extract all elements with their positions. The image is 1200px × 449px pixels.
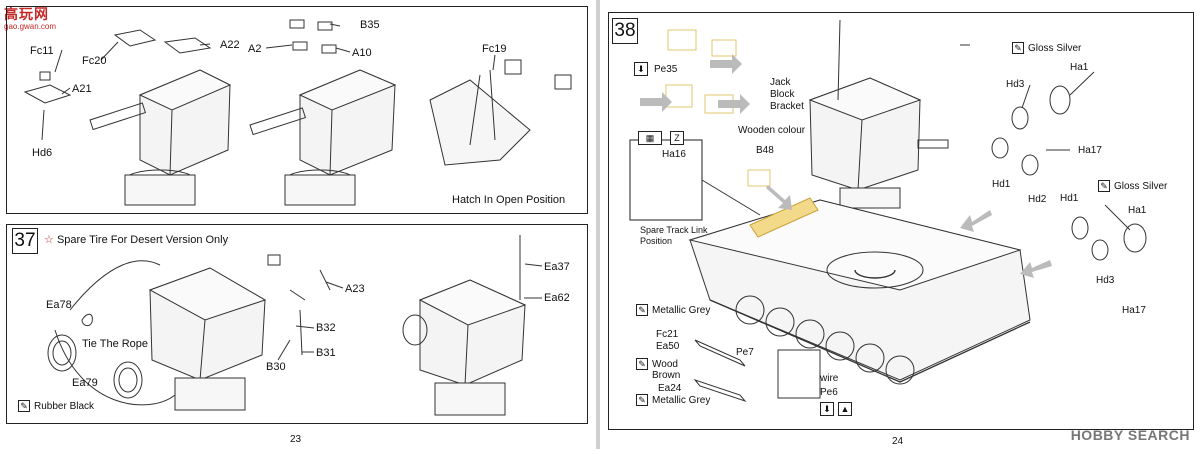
label-fc20: Fc20	[82, 55, 107, 67]
step-37-note-text: Spare Tire For Desert Version Only	[56, 234, 229, 246]
label-wire: wire	[820, 373, 839, 384]
step-38-drawing	[629, 19, 1147, 403]
paint-brown-text: Brown	[652, 370, 681, 381]
paint-gloss-silver-1: ✎ Gloss Silver	[1012, 42, 1081, 54]
label-hd3-b: Hd3	[1096, 275, 1115, 286]
label-ea37: Ea37	[544, 261, 570, 273]
paint-gloss-silver-1-text: Gloss Silver	[1028, 42, 1082, 54]
label-b30: B30	[266, 361, 286, 373]
label-spare-track-2: Position	[640, 236, 673, 246]
step-36-frame	[6, 6, 588, 214]
step-37-drawing	[47, 235, 543, 416]
label-pe6: Pe6	[820, 387, 838, 398]
paint-brush-icon: ✎	[18, 400, 30, 412]
label-ha17-b: Ha17	[1122, 305, 1146, 316]
hobby-search-watermark: HOBBY SEARCH	[1070, 427, 1190, 443]
step-38-number: 38	[612, 18, 638, 44]
label-ha17-a: Ha17	[1078, 145, 1102, 156]
step-37-note: ☆ Spare Tire For Desert Version Only	[44, 233, 228, 246]
label-a23: A23	[345, 283, 365, 295]
step-arrow-icon: ⬇	[634, 62, 648, 76]
label-b31: B31	[316, 347, 336, 359]
paint-wood-brown: ✎ Wood	[636, 358, 678, 370]
paint-gloss-silver-2-text: Gloss Silver	[1114, 180, 1168, 192]
step-38-frame	[608, 12, 1194, 430]
label-tie-the-rope: Tie The Rope	[82, 338, 149, 350]
label-ha16: Ha16	[662, 149, 686, 160]
label-a22: A22	[220, 39, 240, 51]
label-hd6: Hd6	[32, 147, 53, 159]
label-pe7: Pe7	[736, 347, 754, 358]
label-ha1-b: Ha1	[1128, 205, 1147, 216]
label-ea62: Ea62	[544, 292, 570, 304]
glue-icon: ▲	[838, 402, 852, 416]
label-fc19: Fc19	[482, 43, 507, 55]
step-37-number: 37	[12, 228, 38, 254]
label-ha1-a: Ha1	[1070, 62, 1089, 73]
label-ea78: Ea78	[46, 299, 72, 311]
page-gutter	[596, 0, 600, 449]
page-24: 38	[600, 0, 1200, 449]
label-ea79: Ea79	[72, 377, 98, 389]
paint-metallic-grey-1: ✎ Metallic Grey	[636, 304, 710, 316]
paint-wood-text: Wood	[652, 358, 678, 370]
step-36-drawing	[23, 19, 572, 206]
star-icon: ☆	[44, 234, 54, 246]
label-hd2: Hd2	[1028, 194, 1047, 205]
paint-metallic-grey-2-text: Metallic Grey	[652, 394, 711, 406]
paint-brush-icon: ✎	[1098, 180, 1110, 192]
paint-brush-icon: ✎	[1012, 42, 1024, 54]
label-a21: A21	[72, 83, 92, 95]
label-fc21: Fc21	[656, 329, 679, 340]
label-pe35: Pe35	[654, 64, 678, 75]
paint-brush-icon: ✎	[636, 394, 648, 406]
label-hd3-a: Hd3	[1006, 79, 1025, 90]
paint-metallic-grey-1-text: Metallic Grey	[652, 304, 711, 316]
sandpaper-icon: ▦	[638, 131, 662, 145]
caption-hatch-open: Hatch In Open Position	[452, 194, 566, 206]
paint-gloss-silver-2: ✎ Gloss Silver	[1098, 180, 1167, 192]
label-b35: B35	[360, 19, 380, 31]
label-a2: A2	[248, 43, 262, 55]
label-jack: Jack	[770, 77, 791, 88]
label-wooden-colour: Wooden colour	[738, 125, 806, 136]
paint-rubber-black-text: Rubber Black	[34, 400, 95, 412]
label-block: Block	[770, 89, 795, 100]
label-ea50: Ea50	[656, 341, 680, 352]
paint-rubber-black: ✎ Rubber Black	[18, 400, 94, 412]
label-hd1-b: Hd1	[1060, 193, 1079, 204]
label-fc11: Fc11	[30, 45, 54, 57]
label-bracket: Bracket	[770, 101, 804, 112]
label-ea24: Ea24	[658, 383, 682, 394]
label-hd1-a: Hd1	[992, 179, 1011, 190]
site-logo: 高玩网	[4, 6, 49, 22]
label-spare-track-1: Spare Track Link	[640, 225, 708, 235]
z-icon: Z	[670, 131, 684, 145]
paint-brush-icon: ✎	[636, 358, 648, 370]
label-b32: B32	[316, 322, 336, 334]
site-logo-url: gao.gwan.com	[4, 22, 57, 31]
paint-brush-icon: ✎	[636, 304, 648, 316]
page-23: 高玩网 gao.gwan.com	[0, 0, 596, 449]
label-a10: A10	[352, 47, 372, 59]
arrow-down-icon: ⬇	[820, 402, 834, 416]
step-37-frame	[6, 224, 588, 424]
page-number-24: 24	[892, 436, 904, 447]
page-number-23: 23	[290, 434, 302, 445]
label-b48: B48	[756, 145, 774, 156]
paint-metallic-grey-2: ✎ Metallic Grey	[636, 394, 710, 406]
